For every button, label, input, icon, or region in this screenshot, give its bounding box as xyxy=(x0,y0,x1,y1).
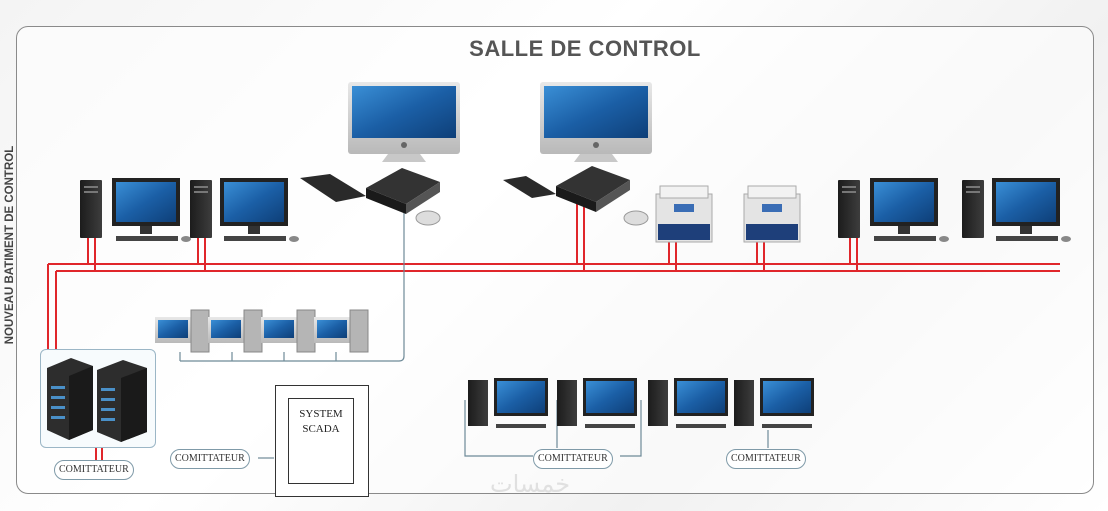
imac-monitor-icon xyxy=(348,82,460,162)
workstation-icon xyxy=(648,378,728,428)
page-title: SALLE DE CONTROL xyxy=(469,36,701,61)
server-rack-group xyxy=(40,349,156,448)
red-bus-lines xyxy=(47,198,1060,460)
workstation-icon xyxy=(80,178,191,242)
workstation-icon xyxy=(557,378,637,428)
printer-icon xyxy=(743,185,801,243)
server-rack-icon xyxy=(47,358,147,442)
workstation-icon xyxy=(468,378,548,428)
switch-label-far-right: COMITTATEUR xyxy=(726,449,806,469)
mouse-icon xyxy=(415,210,649,226)
scada-line-2: SCADA xyxy=(302,423,340,435)
scada-label: SYSTEM SCADA xyxy=(288,398,354,484)
workstation-icon xyxy=(734,378,814,428)
workstation-icon xyxy=(962,178,1071,242)
printer-icon xyxy=(655,185,713,243)
workstation-icon xyxy=(838,178,949,242)
imac-monitor-icon xyxy=(540,82,652,162)
workstation-icon xyxy=(155,309,369,353)
switch-label-scada: COMITTATEUR xyxy=(170,449,250,469)
switch-label-server: COMITTATEUR xyxy=(54,460,134,480)
watermark-text: خمسات xyxy=(490,470,571,498)
scada-system-box: SYSTEM SCADA xyxy=(275,385,369,497)
keyboard-icon xyxy=(300,174,556,202)
scada-line-1: SYSTEM xyxy=(299,408,343,420)
mini-pc-icon xyxy=(366,166,630,214)
workstation-icon xyxy=(190,178,299,242)
switch-label-right-group: COMITTATEUR xyxy=(533,449,613,469)
